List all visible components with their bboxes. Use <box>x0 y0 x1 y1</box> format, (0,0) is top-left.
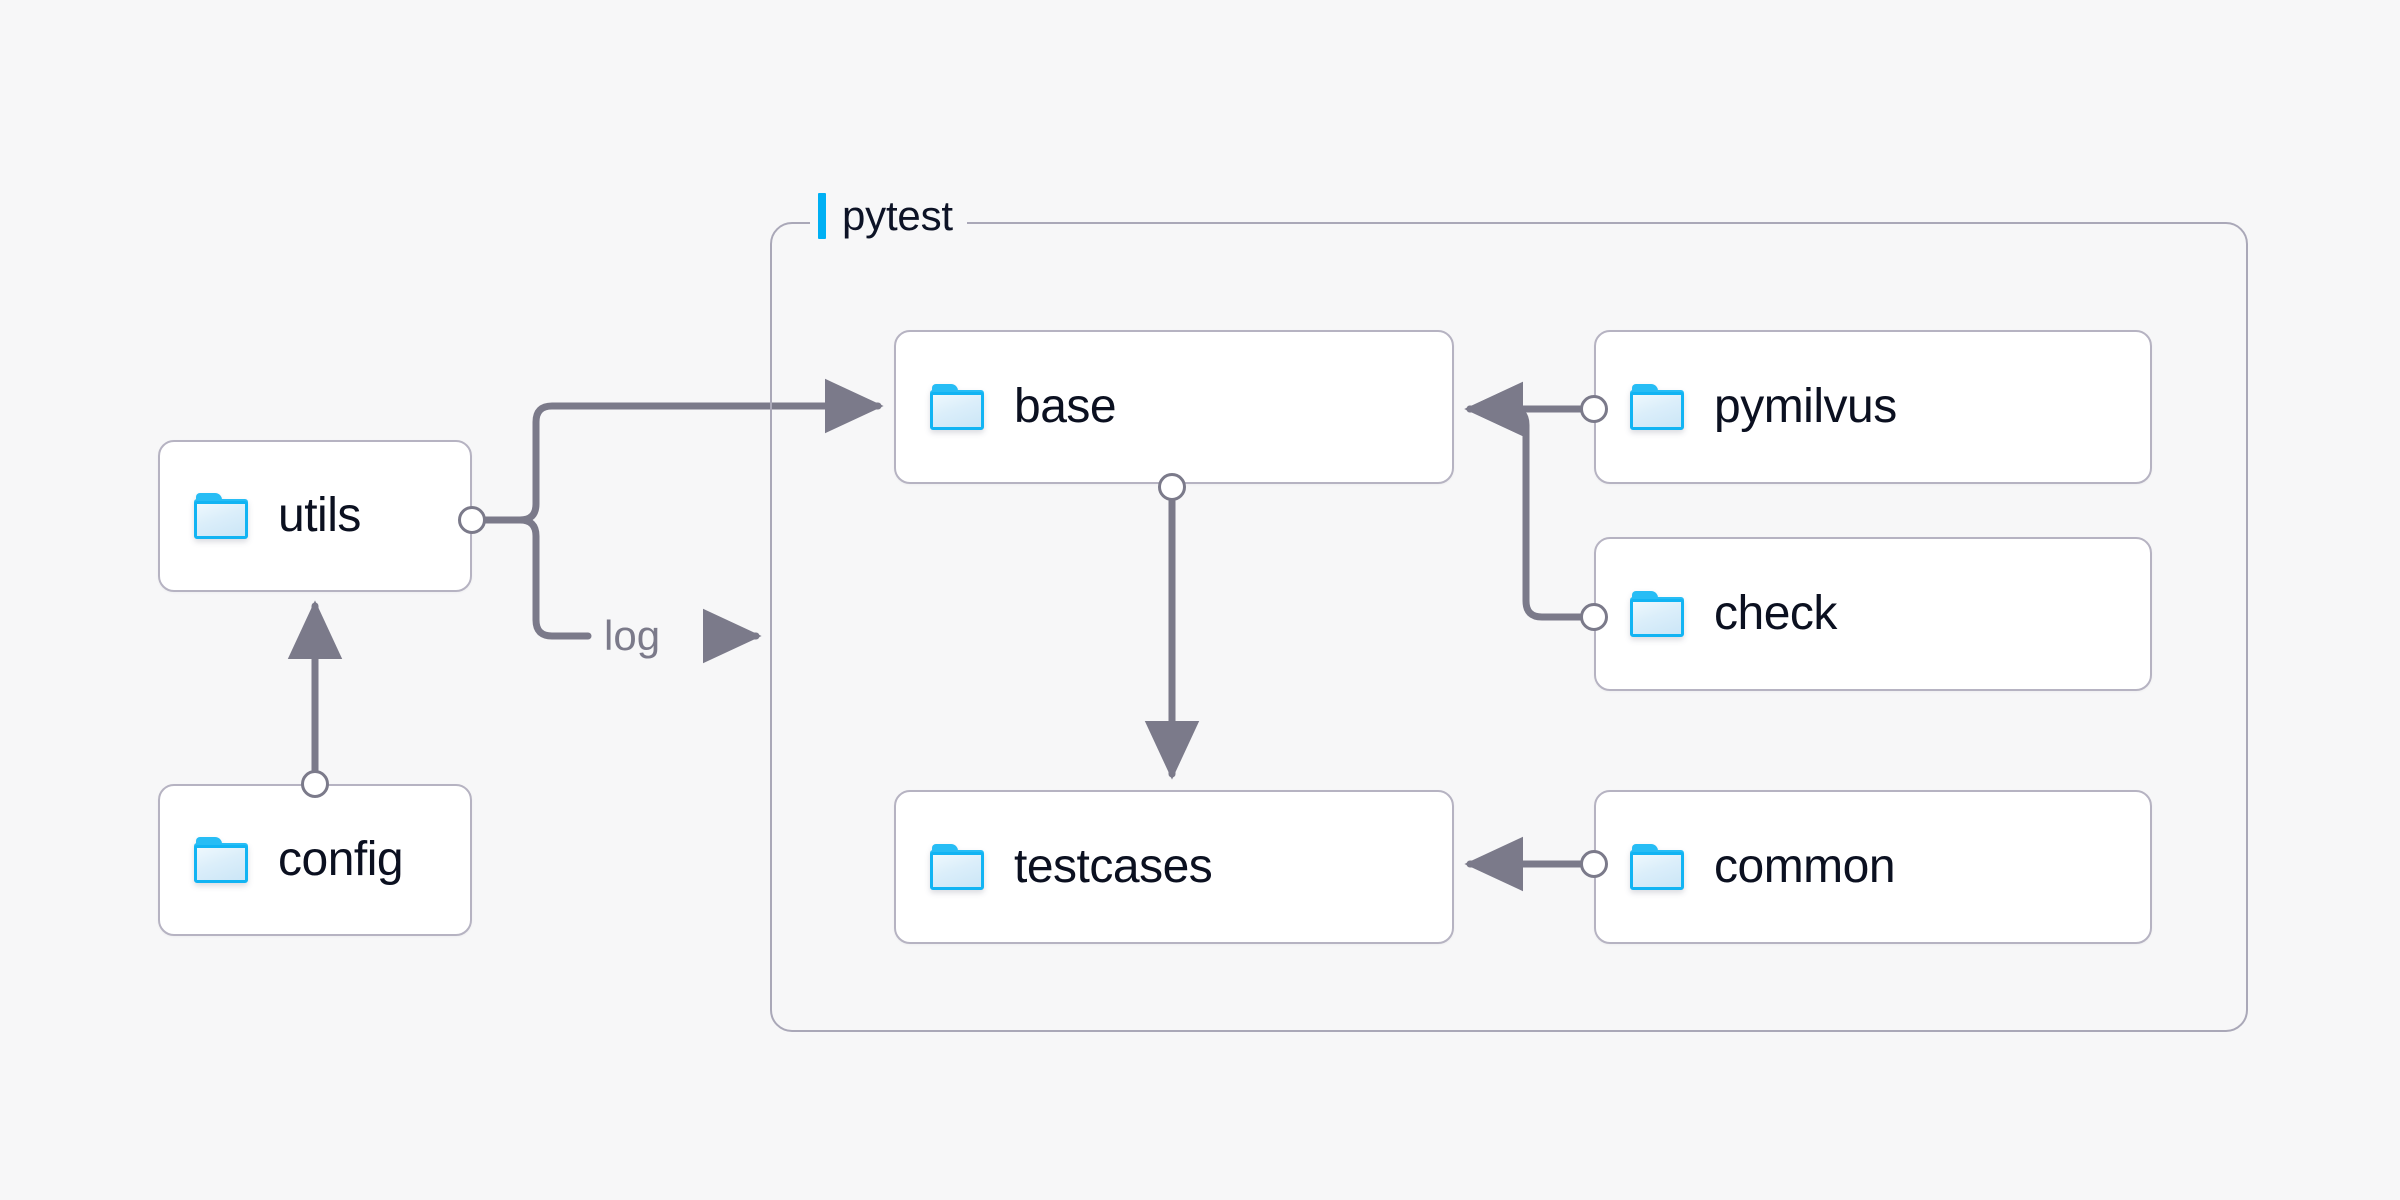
node-label-pymilvus: pymilvus <box>1714 380 1897 433</box>
check-left-port[interactable] <box>1580 603 1608 631</box>
node-config[interactable]: config <box>158 784 472 936</box>
node-label-check: check <box>1714 587 1837 640</box>
node-check[interactable]: check <box>1594 537 2152 691</box>
common-left-port[interactable] <box>1580 850 1608 878</box>
pymilvus-left-port[interactable] <box>1580 395 1608 423</box>
folder-icon <box>1630 844 1684 890</box>
node-label-base: base <box>1014 380 1117 433</box>
edge-label-log: log <box>604 612 660 660</box>
pytest-group-container[interactable] <box>770 222 2248 1032</box>
edge-label-log-text: log <box>604 612 661 659</box>
group-accent-bar <box>818 193 826 239</box>
node-utils[interactable]: utils <box>158 440 472 592</box>
base-bottom-port[interactable] <box>1158 473 1186 501</box>
node-base[interactable]: base <box>894 330 1454 484</box>
config-top-port[interactable] <box>301 770 329 798</box>
node-common[interactable]: common <box>1594 790 2152 944</box>
folder-icon <box>1630 384 1684 430</box>
folder-icon <box>194 493 248 539</box>
node-label-config: config <box>278 833 404 886</box>
node-pymilvus[interactable]: pymilvus <box>1594 330 2152 484</box>
folder-icon <box>194 837 248 883</box>
folder-icon <box>930 844 984 890</box>
folder-icon <box>930 384 984 430</box>
node-testcases[interactable]: testcases <box>894 790 1454 944</box>
folder-icon <box>1630 591 1684 637</box>
edge-utils-to-log <box>516 516 592 640</box>
group-label-text: pytest <box>842 192 953 239</box>
utils-right-port[interactable] <box>458 506 486 534</box>
node-label-testcases: testcases <box>1014 840 1213 893</box>
pytest-group-label[interactable]: pytest <box>810 188 967 244</box>
node-label-common: common <box>1714 840 1896 893</box>
node-label-utils: utils <box>278 489 361 542</box>
